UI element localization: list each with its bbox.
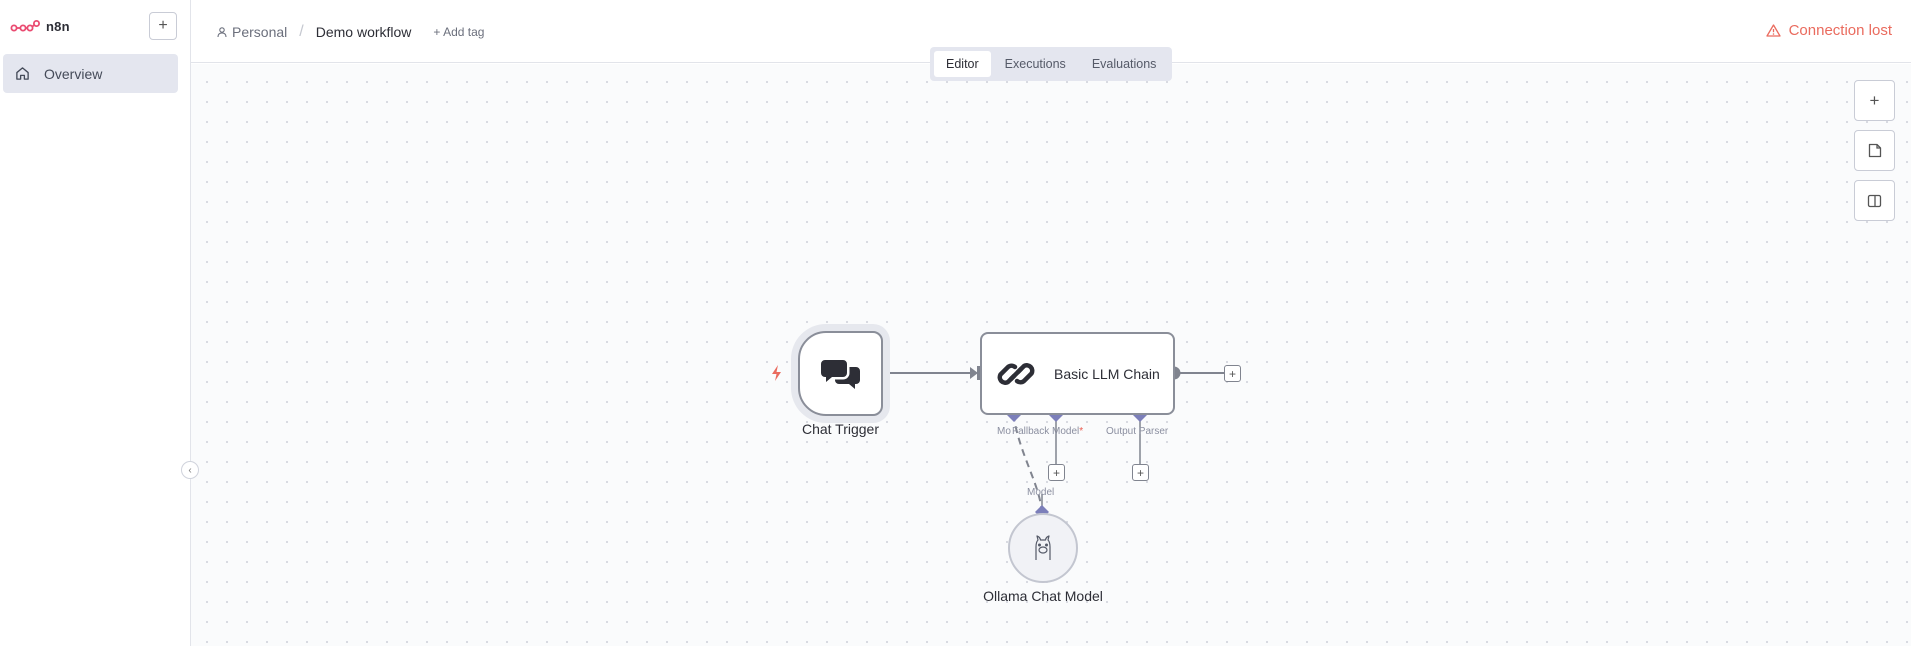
add-tag-button[interactable]: + Add tag — [433, 25, 485, 39]
node-ollama-chat-model[interactable] — [1008, 513, 1078, 583]
add-output-parser-button[interactable]: + — [1132, 464, 1149, 481]
trigger-bolt-icon — [772, 365, 781, 381]
view-tabs: Editor Executions Evaluations — [930, 47, 1172, 81]
n8n-logo-icon — [10, 19, 40, 31]
port-label-fallback-text: Fallback Model — [1012, 426, 1080, 437]
sidebar-item-label: Overview — [44, 65, 103, 82]
node-basic-llm-chain[interactable]: Basic LLM Chain — [980, 332, 1175, 415]
add-node-button[interactable]: + — [1854, 80, 1895, 121]
user-icon — [217, 26, 227, 37]
add-next-node-button[interactable]: + — [1224, 365, 1241, 382]
note-icon — [1868, 143, 1881, 158]
home-icon — [16, 67, 29, 80]
add-button[interactable]: + — [149, 12, 177, 40]
n8n-logo[interactable]: n8n — [10, 19, 70, 34]
node-label-chat-trigger: Chat Trigger — [801, 421, 880, 437]
sticky-note-button[interactable] — [1854, 130, 1895, 171]
workflow-name[interactable]: Demo workflow — [315, 24, 412, 40]
connection-status[interactable]: Connection lost — [1765, 22, 1892, 39]
port-label-model: Mo — [997, 426, 1011, 437]
node-title-chain: Basic LLM Chain — [1054, 365, 1160, 382]
breadcrumb-project[interactable]: Personal — [217, 24, 287, 40]
breadcrumb-project-label: Personal — [232, 24, 288, 40]
tab-evaluations[interactable]: Evaluations — [1091, 57, 1157, 71]
node-chat-trigger[interactable] — [798, 331, 883, 416]
chat-bubbles-icon — [820, 359, 860, 389]
breadcrumb: Personal / Demo workflow + Add tag — [217, 23, 484, 41]
sidebar: n8n + Overview — [0, 0, 191, 646]
breadcrumb-separator: / — [299, 23, 304, 40]
add-fallback-model-button[interactable]: + — [1048, 464, 1065, 481]
llama-icon — [1035, 535, 1051, 560]
port-label-parser: Output Parser — [1106, 426, 1169, 437]
tab-executions[interactable]: Executions — [1004, 57, 1066, 71]
connection-arrowhead — [970, 367, 978, 379]
port-label-model-output: Model — [1027, 487, 1055, 498]
panel-icon — [1867, 194, 1882, 207]
chain-link-icon — [997, 362, 1035, 385]
warning-icon — [1765, 24, 1781, 37]
sidebar-collapse-toggle[interactable]: ‹ — [181, 461, 199, 479]
port-chain-input[interactable] — [977, 366, 982, 380]
tab-editor[interactable]: Editor — [934, 51, 991, 77]
toggle-panel-button[interactable] — [1854, 180, 1895, 221]
connection-ollama-to-model[interactable] — [1013, 417, 1043, 514]
required-mark: * — [1079, 426, 1084, 437]
logo-text: n8n — [46, 19, 70, 34]
connection-status-text: Connection lost — [1788, 22, 1892, 39]
node-label-ollama: Ollama Chat Model — [983, 588, 1103, 604]
sidebar-item-overview[interactable]: Overview — [3, 54, 178, 93]
port-label-fallback: Fallback Model* — [1012, 426, 1083, 437]
